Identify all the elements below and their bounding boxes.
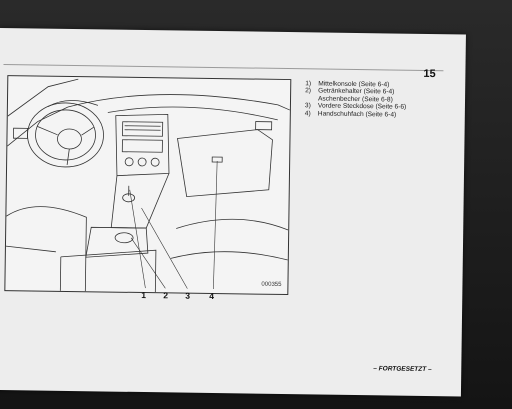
callout-2: 2 bbox=[163, 290, 169, 301]
continued-footer: – FORTGESETZT – bbox=[373, 365, 432, 374]
legend-item: 4) Handschuhfach (Seite 6-4) bbox=[305, 110, 455, 119]
legend-label: Handschuhfach (Seite 6-4) bbox=[317, 110, 397, 119]
manual-page: 15 bbox=[0, 28, 466, 397]
header-rule bbox=[3, 64, 444, 72]
callout-4: 4 bbox=[209, 290, 215, 302]
interior-illustration: 1 2 3 4 000355 bbox=[4, 75, 292, 301]
callout-1: 1 bbox=[141, 289, 147, 301]
page-number: 15 bbox=[423, 67, 436, 81]
dashboard-line-drawing bbox=[5, 78, 291, 293]
legend-number: 4) bbox=[304, 109, 311, 117]
figure-code: 000355 bbox=[261, 281, 282, 288]
callout-3: 3 bbox=[185, 290, 191, 301]
legend-number: 2) bbox=[305, 87, 312, 95]
parts-legend: 1) Mittelkonsole (Seite 6-4) 2) Getränke… bbox=[305, 80, 456, 119]
